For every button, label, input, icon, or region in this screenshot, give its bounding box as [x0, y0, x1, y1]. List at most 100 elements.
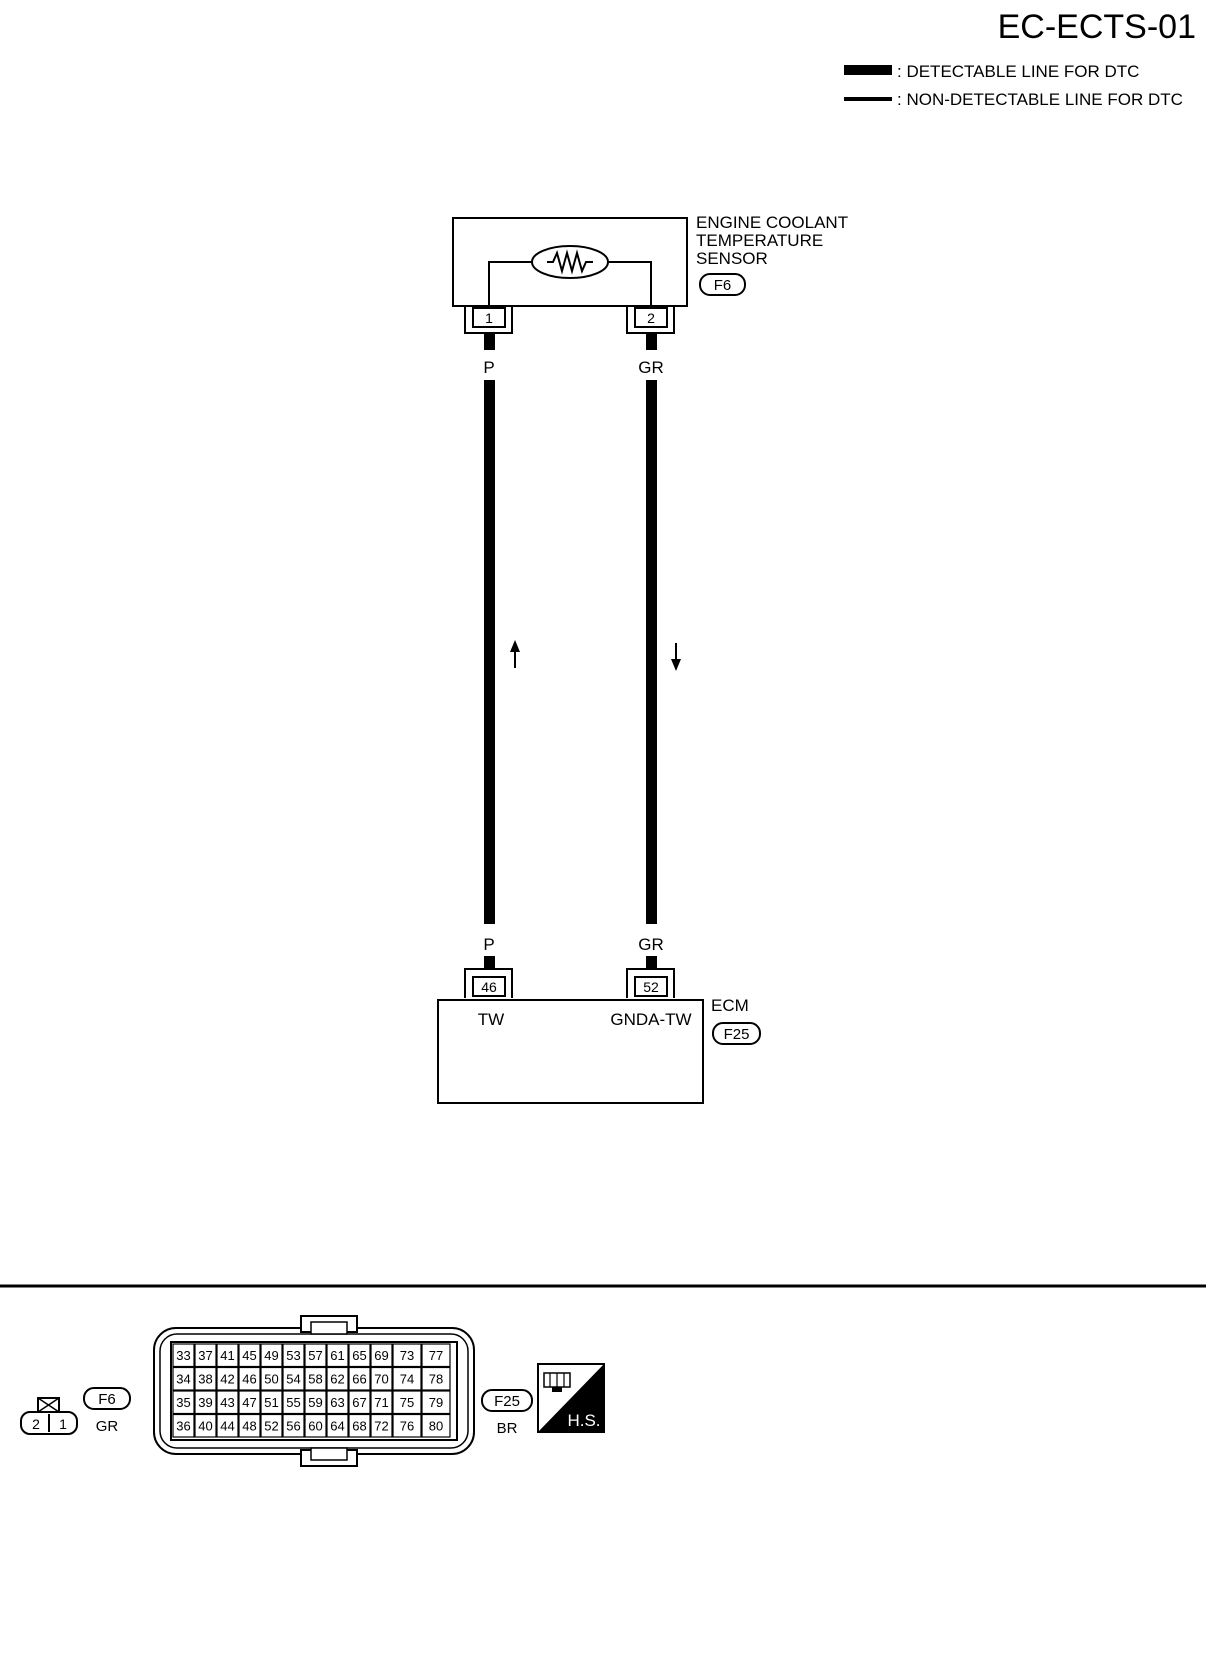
f25-pin-cell	[348, 1366, 371, 1391]
f25-pin-number: 47	[242, 1395, 256, 1410]
f25-pin-number: 52	[264, 1419, 278, 1434]
pin-box	[634, 307, 668, 328]
f25-pin-cell	[421, 1390, 451, 1415]
f25-pin-cell	[326, 1343, 349, 1368]
f6-connector-view: 2 1 F6 GR	[20, 1387, 131, 1435]
f25-pin-number: 38	[198, 1372, 212, 1387]
wire-stub-bottom	[484, 956, 495, 968]
f25-pin-number: 66	[352, 1372, 366, 1387]
f25-pin-number: 58	[308, 1372, 322, 1387]
f25-pin-cell	[216, 1390, 239, 1415]
pin-box	[472, 307, 506, 328]
arrow-up-icon	[510, 640, 520, 668]
f25-pin-cell	[172, 1390, 195, 1415]
f6-pin-left: 2	[32, 1416, 40, 1432]
f25-pin-number: 43	[220, 1395, 234, 1410]
f25-pin-cell	[194, 1413, 217, 1438]
f25-pin-number: 36	[176, 1419, 190, 1434]
f25-pin-cell	[216, 1366, 239, 1391]
pin-bracket	[464, 968, 513, 998]
pin-box	[472, 976, 506, 997]
f25-pin-cell	[348, 1413, 371, 1438]
legend: : DETECTABLE LINE FOR DTC : NON-DETECTAB…	[844, 62, 1183, 109]
pin-bracket	[626, 306, 675, 334]
harness-side-icon	[543, 1372, 571, 1392]
hs-black-triangle	[538, 1364, 604, 1432]
f25-pin-number: 50	[264, 1372, 278, 1387]
pin-number: 52	[643, 979, 659, 995]
f25-pin-number: 35	[176, 1395, 190, 1410]
f25-pin-number: 57	[308, 1348, 322, 1363]
resistor-icon	[547, 249, 593, 275]
f25-pin-number: 69	[374, 1348, 388, 1363]
f25-pin-cell	[282, 1390, 305, 1415]
pin-bracket	[464, 306, 513, 334]
f25-pin-number: 62	[330, 1372, 344, 1387]
f25-pin-number: 41	[220, 1348, 234, 1363]
f25-pin-cell	[194, 1366, 217, 1391]
f25-pin-number: 49	[264, 1348, 278, 1363]
f25-pin-number: 55	[286, 1395, 300, 1410]
f25-pin-number: 79	[429, 1395, 443, 1410]
wire-color-top: P	[483, 358, 494, 377]
harness-side-symbol: H.S.	[537, 1363, 605, 1433]
f25-pin-cell	[260, 1343, 283, 1368]
sensor-name-line-3: SENSOR	[696, 249, 768, 268]
sensor-connector-tag-outline	[699, 273, 746, 296]
f25-id-tag-outline	[481, 1389, 533, 1412]
f25-pin-cell	[238, 1366, 261, 1391]
pin-box	[634, 976, 668, 997]
sensor-name-line-1: ENGINE COOLANT	[696, 213, 848, 232]
wire-gr: GR GR	[638, 334, 681, 968]
f25-pin-number: 44	[220, 1419, 234, 1434]
f25-pin-cell	[282, 1343, 305, 1368]
sensor-connector-tag: F6	[714, 277, 732, 294]
wire-color-top: GR	[638, 358, 664, 377]
f25-pin-number: 48	[242, 1419, 256, 1434]
wire-color-bottom: GR	[638, 935, 664, 954]
f25-pin-cell	[194, 1390, 217, 1415]
f25-color-code: BR	[497, 1420, 518, 1437]
f25-pin-cell	[348, 1390, 371, 1415]
f25-pin-cell	[260, 1366, 283, 1391]
wire-stub-bottom	[646, 956, 657, 968]
f25-pin-number: 59	[308, 1395, 322, 1410]
f25-pin-number: 73	[400, 1348, 414, 1363]
f25-pin-number: 53	[286, 1348, 300, 1363]
f25-pin-cell	[238, 1390, 261, 1415]
f25-pin-cell	[282, 1413, 305, 1438]
f6-id-tag: F6	[98, 1391, 116, 1408]
f25-pin-number: 54	[286, 1372, 300, 1387]
sensor-internal-wire-right	[608, 261, 652, 310]
f25-pin-cell	[172, 1366, 195, 1391]
wire-stub-top	[646, 334, 657, 350]
f25-pin-number: 46	[242, 1372, 256, 1387]
sensor-pin-2: 2	[626, 306, 675, 334]
f25-pin-number: 42	[220, 1372, 234, 1387]
f25-pin-number: 67	[352, 1395, 366, 1410]
f25-pin-number: 68	[352, 1419, 366, 1434]
f25-pin-cell	[421, 1413, 451, 1438]
f25-pin-cell	[260, 1390, 283, 1415]
sensor-name-line-2: TEMPERATURE	[696, 231, 823, 250]
pin-number: 1	[485, 310, 493, 326]
f25-pin-cell	[370, 1390, 393, 1415]
wire-segment	[484, 380, 495, 924]
pin-number: 46	[481, 979, 497, 995]
f25-pin-number: 63	[330, 1395, 344, 1410]
f25-pin-number: 61	[330, 1348, 344, 1363]
wire-color-bottom: P	[483, 935, 494, 954]
f25-pin-cell	[421, 1366, 451, 1391]
sensor-pin-1: 1	[464, 306, 513, 334]
f25-pin-cell	[370, 1343, 393, 1368]
f6-id-tag-outline	[83, 1387, 131, 1410]
legend-thick-line-swatch	[844, 65, 892, 75]
ecm-pin-46: 46	[464, 968, 513, 998]
f25-pin-number: 72	[374, 1419, 388, 1434]
f25-pin-number: 60	[308, 1419, 322, 1434]
f6-color-code: GR	[96, 1418, 119, 1435]
legend-non-detectable-text: : NON-DETECTABLE LINE FOR DTC	[897, 90, 1183, 109]
legend-thin-line-swatch	[844, 97, 892, 101]
ecm-box	[437, 999, 704, 1104]
